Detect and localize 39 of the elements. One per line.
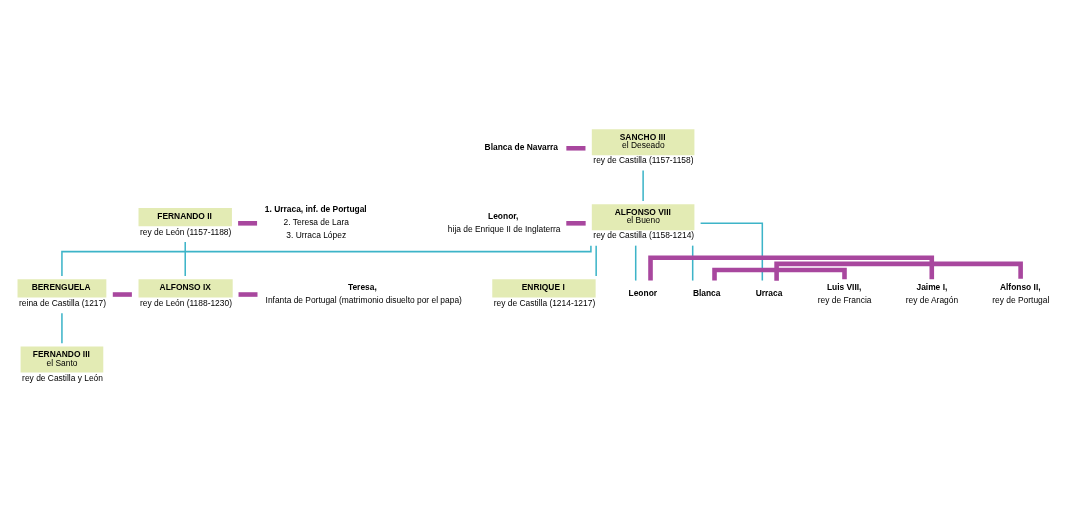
connector xyxy=(184,241,186,277)
node-box: ALFONSO IX xyxy=(138,279,233,298)
node-text: 1. Urraca, inf. de Portugal 2. Teresa de Lara 3. Urraca López xyxy=(264,204,367,240)
connector xyxy=(238,292,258,297)
connector xyxy=(642,169,644,202)
node-box: ALFONSO VIII el Bueno xyxy=(591,204,695,231)
connector xyxy=(691,244,694,282)
connector xyxy=(648,255,935,281)
node-label: rey de Castilla (1158-1214) xyxy=(593,230,695,241)
connector xyxy=(634,244,637,282)
connector xyxy=(61,244,592,277)
connector xyxy=(566,221,586,226)
node-label: rey de León (1157-1188) xyxy=(140,226,232,237)
node-label: reina de Castilla (1217) xyxy=(19,297,106,308)
node-label: rey de León (1188-1230) xyxy=(140,297,232,308)
node-text: Luis VIII, rey de Francia xyxy=(817,281,872,305)
node-text: Blanca de Navarra xyxy=(484,141,558,152)
connector xyxy=(699,222,764,282)
node-box: BERENGUELA xyxy=(17,279,107,298)
node-text: Urraca xyxy=(755,287,783,298)
node-box: SANCHO III el Deseado xyxy=(591,129,695,156)
node-text: Blanca xyxy=(692,287,721,298)
connector xyxy=(238,221,258,226)
node-text: Alfonso II, rey de Portugal xyxy=(992,281,1050,305)
node-label: rey de Castilla y León xyxy=(22,372,103,383)
node-box: FERNANDO III el Santo xyxy=(20,346,104,373)
connector xyxy=(595,244,597,277)
node-text: Leonor xyxy=(628,287,658,298)
connector xyxy=(566,145,586,151)
node-text: Leonor, hija de Enrique II de Inglaterra xyxy=(447,210,561,234)
connector xyxy=(61,312,63,345)
node-text: Jaime I, rey de Aragón xyxy=(905,281,959,305)
node-label: rey de Castilla (1214-1217) xyxy=(493,297,596,308)
connector xyxy=(112,292,132,297)
node-label: rey de Castilla (1157-1158) xyxy=(593,155,694,166)
node-box: ENRIQUE I xyxy=(492,279,596,298)
node-text: Teresa, Infanta de Portugal (matrimonio disuelto por el papa) xyxy=(265,281,462,305)
connector xyxy=(712,267,847,281)
node-box: FERNANDO II xyxy=(138,208,232,227)
